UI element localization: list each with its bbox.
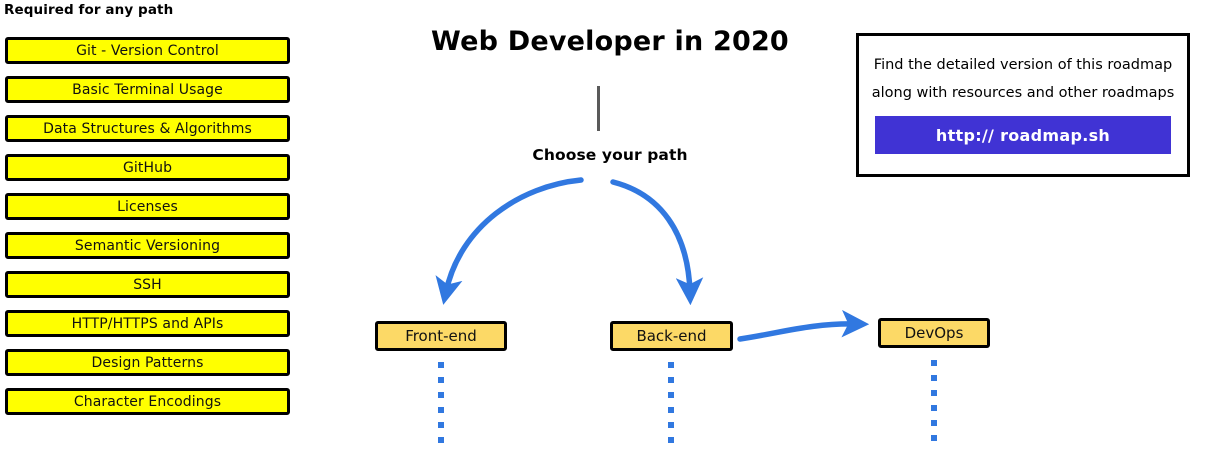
path-box-backend[interactable]: Back-end — [610, 321, 733, 351]
required-topic-item[interactable]: SSH — [5, 271, 290, 298]
roadmap-title-block: Web Developer in 2020 — [395, 28, 825, 55]
required-topic-item[interactable]: Licenses — [5, 193, 290, 220]
info-card-line-2: along with resources and other roadmaps — [871, 85, 1175, 101]
path-box-devops[interactable]: DevOps — [878, 318, 990, 348]
dotted-trail-devops — [931, 360, 937, 450]
choose-path-label: Choose your path — [532, 146, 688, 164]
arrow-to-backend — [610, 179, 704, 306]
required-topic-item[interactable]: Basic Terminal Usage — [5, 76, 290, 103]
roadmap-link-button[interactable]: http:// roadmap.sh — [875, 116, 1171, 154]
required-topic-item[interactable]: Design Patterns — [5, 349, 290, 376]
required-section-heading: Required for any path — [4, 2, 174, 18]
info-card: Find the detailed version of this roadma… — [856, 33, 1190, 177]
required-topic-item[interactable]: Semantic Versioning — [5, 232, 290, 259]
required-topic-item[interactable]: HTTP/HTTPS and APIs — [5, 310, 290, 337]
required-topic-item[interactable]: Git - Version Control — [5, 37, 290, 64]
required-topic-item[interactable]: GitHub — [5, 154, 290, 181]
required-topics-section: Required for any path Git - Version Cont… — [0, 0, 300, 436]
info-card-line-1: Find the detailed version of this roadma… — [873, 57, 1173, 73]
required-topic-item[interactable]: Character Encodings — [5, 388, 290, 415]
path-box-frontend[interactable]: Front-end — [375, 321, 507, 351]
dotted-trail-backend — [668, 362, 674, 452]
page-title: Web Developer in 2020 — [431, 26, 789, 57]
required-topic-item[interactable]: Data Structures & Algorithms — [5, 115, 290, 142]
dotted-trail-frontend — [438, 362, 444, 452]
required-topics-list: Git - Version Control Basic Terminal Usa… — [5, 37, 290, 427]
title-stem-line — [597, 86, 600, 131]
arrow-to-frontend — [435, 177, 584, 305]
arrow-backend-to-devops — [737, 309, 870, 342]
